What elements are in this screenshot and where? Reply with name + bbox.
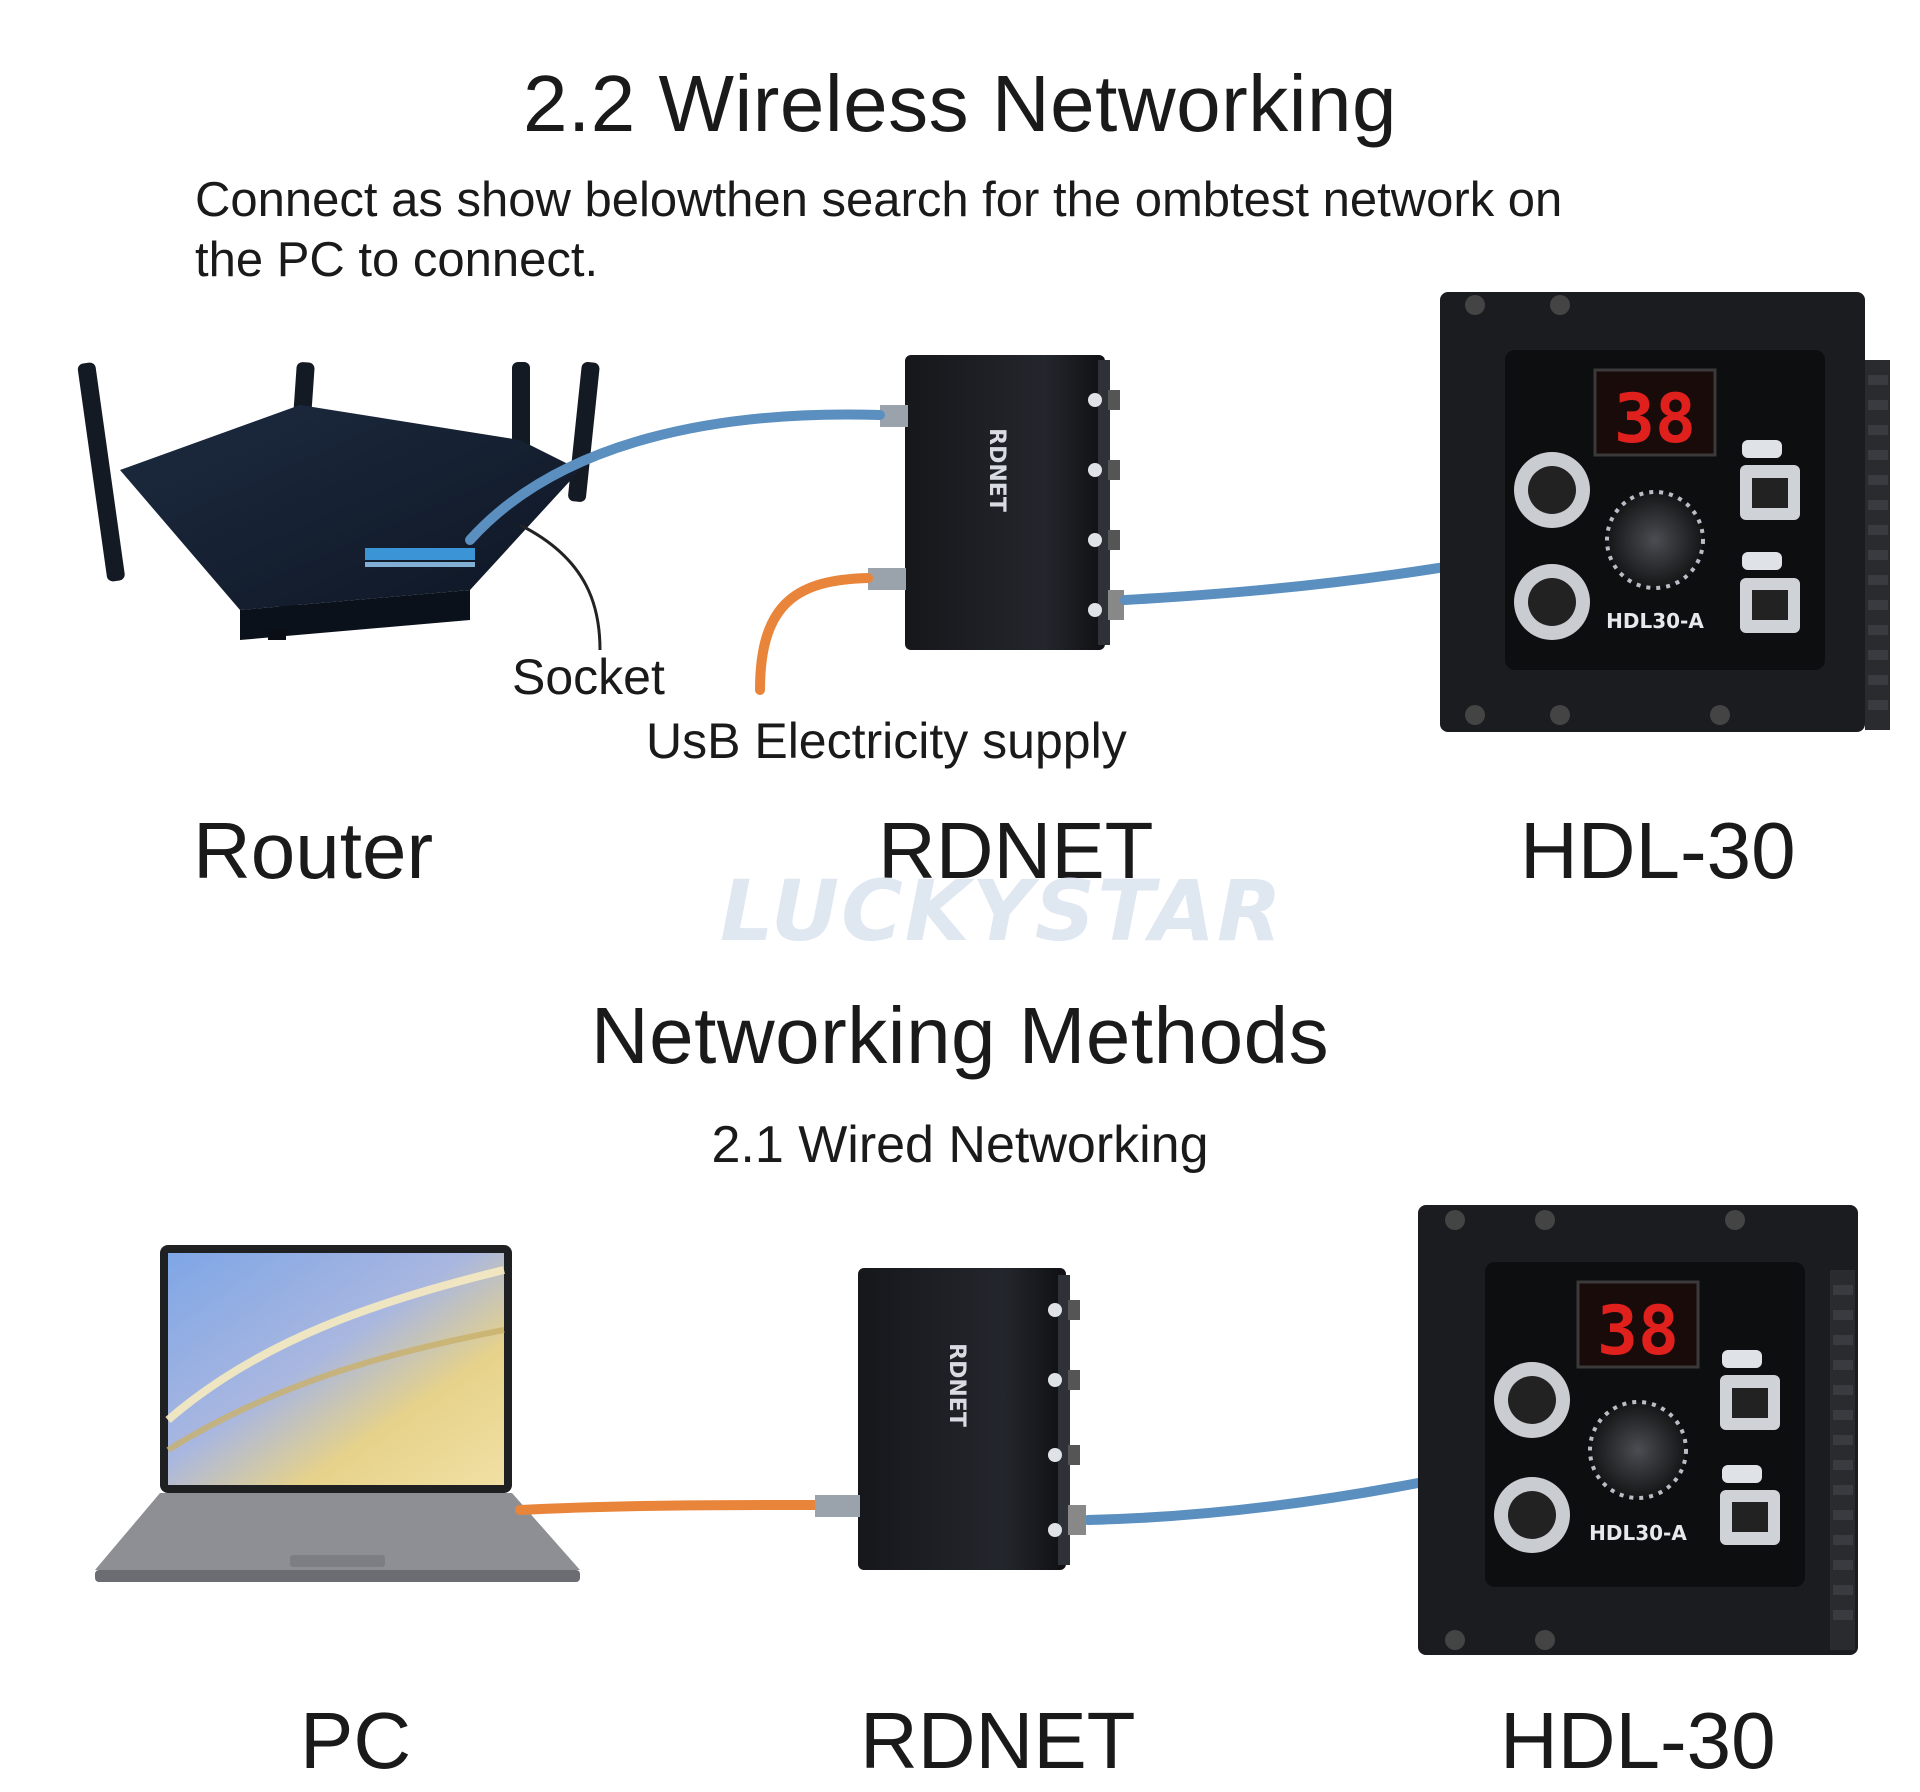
rdnet-box-bottom: RDNET xyxy=(815,1268,1086,1570)
laptop-pc xyxy=(95,1245,580,1582)
rdnet-box-brand: RDNET xyxy=(984,428,1009,512)
hdl30-model-bottom: HDL30-A xyxy=(1589,1521,1687,1545)
device-label-hdl30-top: HDL-30 xyxy=(1520,806,1796,895)
device-label-pc: PC xyxy=(300,1696,412,1785)
intro-line-2: the PC to connect. xyxy=(195,233,599,287)
hdl30-display-top: 38 xyxy=(1614,380,1696,459)
usb-power-cable xyxy=(755,573,873,695)
intro-paragraph: Connect as show belowthen search for the… xyxy=(195,170,1795,290)
socket-annotation: Socket xyxy=(512,649,665,705)
intro-line-1: Connect as show belowthen search for the… xyxy=(195,173,1563,227)
watermark-logo: LUCKYSTAR xyxy=(720,862,1284,960)
usb-power-annotation: UsB Electricity supply xyxy=(646,713,1127,769)
hdl30-display-bottom: 38 xyxy=(1597,1292,1679,1371)
device-label-rdnet-bottom: RDNET xyxy=(860,1696,1136,1785)
device-label-rdnet-top: RDNET xyxy=(878,806,1154,895)
section-subtitle-wired: 2.1 Wired Networking xyxy=(711,1116,1209,1174)
hdl30-model-top: HDL30-A xyxy=(1606,609,1704,633)
hdl30-panel-bottom: 38 HDL30-A xyxy=(1418,1205,1858,1655)
rdnet-box-brand-bottom: RDNET xyxy=(944,1343,969,1427)
section-title-wireless: 2.2 Wireless Networking xyxy=(523,59,1397,148)
section-title-methods: Networking Methods xyxy=(590,991,1330,1080)
rdnet-box-top: RDNET xyxy=(868,355,1124,650)
device-label-router: Router xyxy=(193,806,434,895)
socket-lead xyxy=(519,523,602,651)
hdl30-panel-top: 38 HDL30-A xyxy=(1440,292,1890,732)
lan-cable-router-rdnet xyxy=(465,409,885,545)
usb-cable-pc-rdnet xyxy=(515,1500,820,1515)
device-label-hdl30-bottom: HDL-30 xyxy=(1500,1696,1776,1785)
